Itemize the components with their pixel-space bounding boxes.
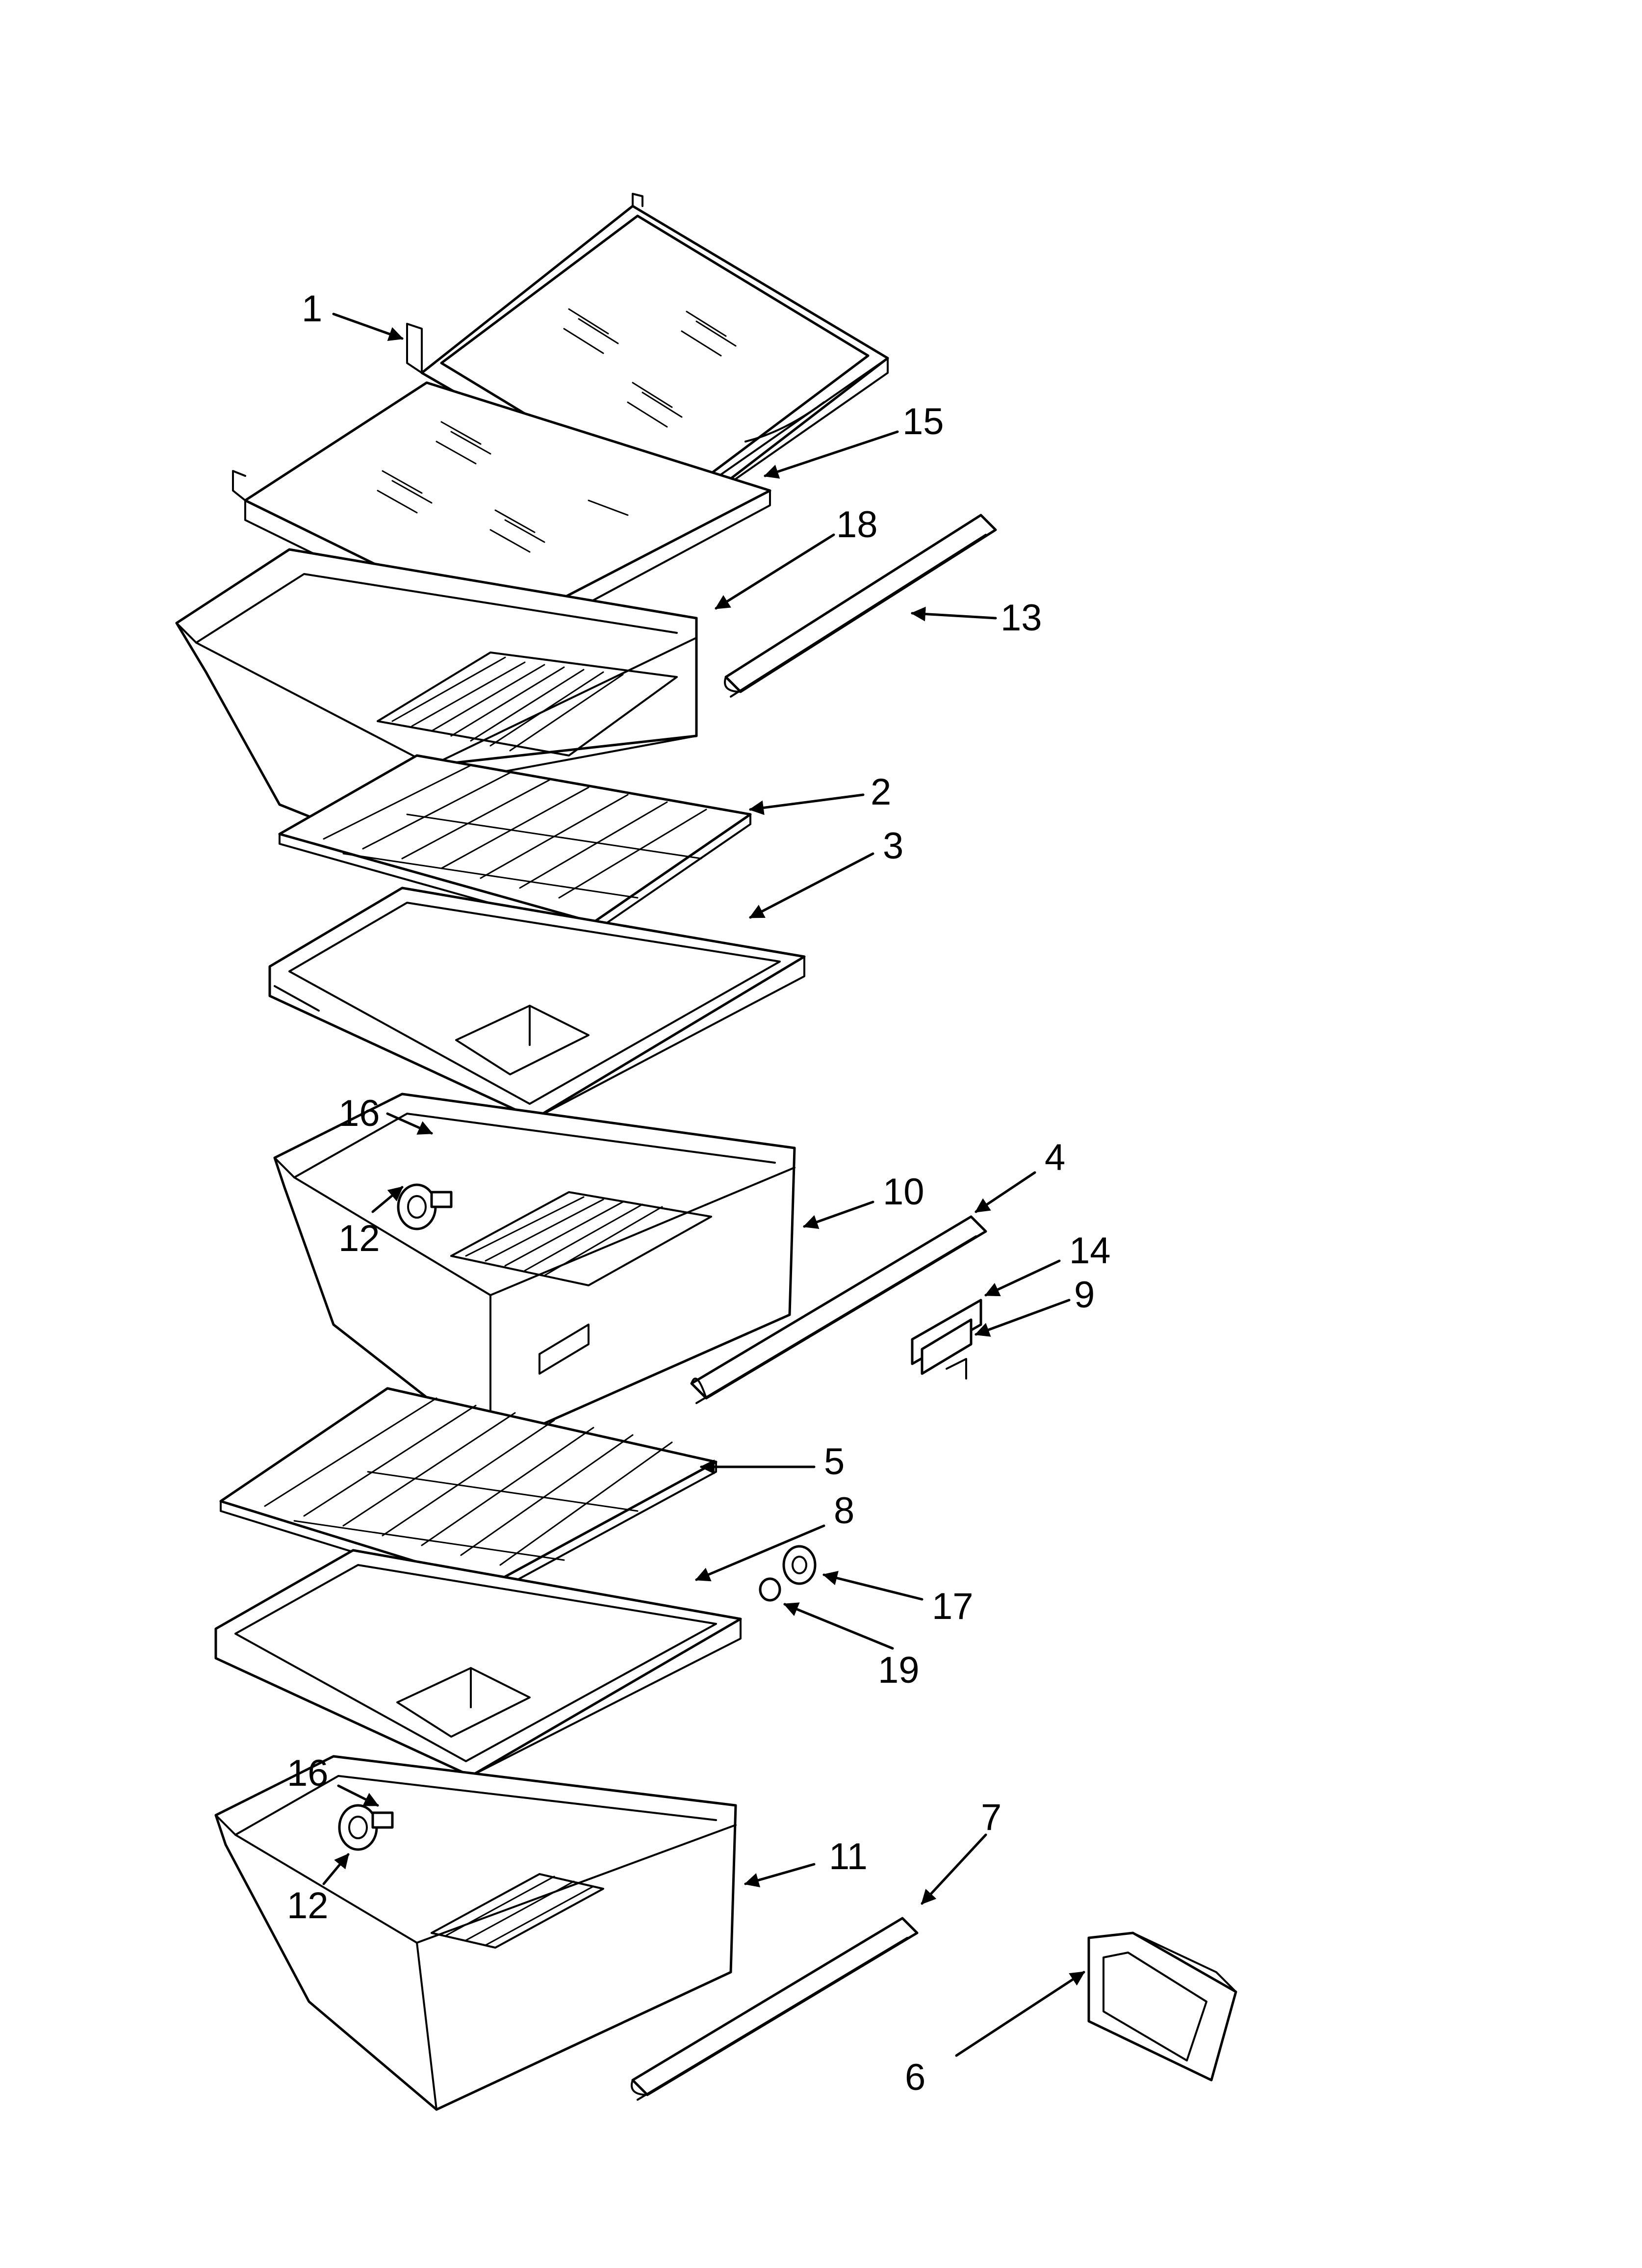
lower-crisper-pan-lower	[214, 1755, 737, 2111]
callout-1: 1	[302, 288, 322, 330]
callout-18: 18	[836, 504, 878, 546]
callout-4: 4	[1045, 1137, 1065, 1178]
rail-roller-lower	[338, 1804, 394, 1851]
callout-3: 3	[883, 825, 903, 867]
crisper-rail-4	[690, 1215, 987, 1404]
callout-16: 16	[287, 1752, 329, 1794]
lower-crisper-pan-upper	[273, 1093, 796, 1449]
callout-10: 10	[883, 1171, 924, 1213]
callout-9: 9	[1074, 1274, 1095, 1316]
lower-crisper-cover-glass	[219, 1387, 718, 1595]
upper-shelf-glass-rear	[406, 193, 889, 521]
callout-8: 8	[834, 1490, 854, 1532]
upper-crisper-cover-frame	[268, 886, 806, 1120]
callout-16: 16	[338, 1093, 380, 1134]
callout-14: 14	[1069, 1230, 1111, 1272]
label-holder	[1087, 1931, 1237, 2082]
callout-17: 17	[932, 1586, 974, 1627]
callout-19: 19	[878, 1649, 920, 1691]
leader-lines	[322, 313, 1085, 2057]
callout-6: 6	[905, 2057, 925, 2098]
callout-5: 5	[824, 1441, 845, 1483]
callout-2: 2	[871, 771, 891, 813]
callout-12: 12	[287, 1885, 329, 1927]
lower-crisper-cover-frame	[214, 1549, 742, 1777]
callout-12: 12	[338, 1218, 380, 1259]
rail-roller-upper	[397, 1183, 453, 1230]
callout-labels: 1 15 18 13 2 3 16 12 10 4 14 9 5 8 17 19…	[287, 288, 1111, 2098]
crisper-rail-13	[724, 514, 997, 698]
crisper-rail-7	[631, 1917, 919, 2101]
callout-13: 13	[1001, 597, 1042, 639]
callout-15: 15	[902, 401, 944, 443]
roller-assembly	[759, 1545, 817, 1602]
rail-slide-parts	[911, 1299, 982, 1380]
callout-7: 7	[981, 1797, 1001, 1838]
callout-11: 11	[829, 1836, 868, 1877]
